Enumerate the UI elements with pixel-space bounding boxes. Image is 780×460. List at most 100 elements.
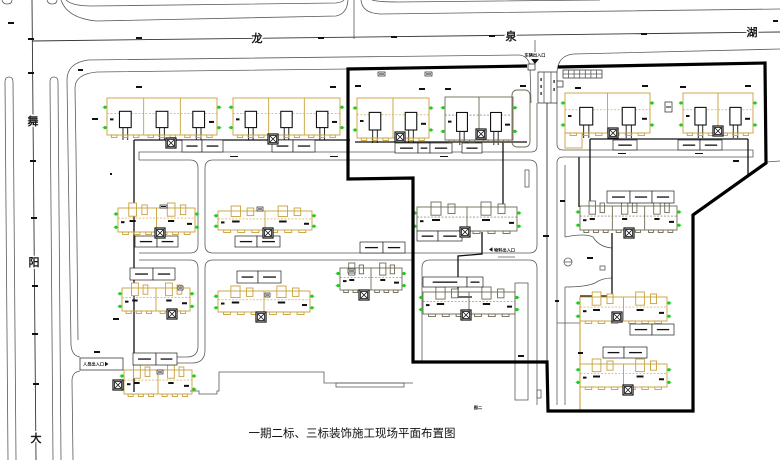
parking-grid-dividers <box>563 70 602 78</box>
site-facility <box>606 190 631 204</box>
residential-building <box>102 97 222 140</box>
building-label-mark <box>426 304 430 307</box>
stair-core <box>192 110 206 129</box>
drawing-annotation-mark <box>33 383 39 385</box>
balcony <box>469 139 476 143</box>
gate-mark <box>553 80 555 83</box>
drawing-annotation-mark <box>440 156 448 157</box>
residential-building <box>560 92 655 138</box>
building-label-mark <box>184 384 189 387</box>
building-label-mark <box>583 376 587 379</box>
building-label-mark <box>745 117 750 120</box>
building-label-mark <box>236 118 240 121</box>
building-label-mark <box>669 220 674 223</box>
main-road-east-edge <box>556 103 754 405</box>
tower-crane-icon <box>112 379 124 391</box>
west-road-island-end <box>46 0 58 5</box>
crane-cross <box>714 127 722 135</box>
crane-cross <box>609 129 617 137</box>
guard-house <box>556 80 564 88</box>
building-label-mark <box>583 310 587 313</box>
balcony <box>418 137 425 141</box>
balcony <box>441 313 450 317</box>
balcony <box>492 139 499 143</box>
balcony <box>180 310 187 314</box>
building-label-mark <box>509 221 514 224</box>
tower-crane-icon <box>622 384 634 396</box>
construction-site-boundary <box>346 61 768 413</box>
site-facility <box>677 139 701 151</box>
balcony <box>582 132 590 136</box>
balcony <box>121 134 129 138</box>
site-facility <box>437 230 463 242</box>
facility-label-mark <box>387 246 401 249</box>
north-road-centerline <box>31 31 780 42</box>
building-bay <box>165 282 173 297</box>
crane-cross <box>264 229 272 237</box>
drawing-annotation-mark <box>578 352 583 354</box>
balcony <box>474 313 482 317</box>
tower-crane-icon <box>475 128 487 140</box>
site-facility <box>134 235 158 248</box>
sheet-note-label: 图二 <box>474 404 483 411</box>
small-structure-symbol <box>347 268 356 274</box>
gate-structure <box>537 71 558 104</box>
facility-label-mark <box>656 328 670 331</box>
balcony <box>293 134 301 138</box>
balcony <box>593 229 599 233</box>
unit-label-mark <box>593 309 601 311</box>
building-bay <box>631 202 638 214</box>
facility-label-mark <box>239 240 253 243</box>
stair-core <box>155 110 169 129</box>
balcony <box>247 134 254 138</box>
building-bay <box>178 366 185 378</box>
unit-label-mark <box>129 220 136 222</box>
balcony <box>360 137 368 141</box>
crane-cross <box>114 381 122 389</box>
crane-mast <box>609 129 617 137</box>
small-structure-mark <box>179 287 182 289</box>
balcony <box>148 393 155 397</box>
stair-core <box>315 110 329 129</box>
building-label-mark <box>394 281 399 284</box>
building-bay <box>430 201 442 216</box>
facility-label-mark <box>241 276 254 278</box>
balcony <box>161 393 168 397</box>
balcony <box>183 231 191 235</box>
facility-label-mark <box>161 240 174 243</box>
gate-mark <box>540 92 542 95</box>
north-road-sidewalk-edge <box>74 68 349 151</box>
drawing-annotation-mark <box>136 37 142 39</box>
residential-building <box>213 205 317 233</box>
balcony <box>145 231 152 235</box>
phase-boundary-south <box>190 371 413 395</box>
site-facility <box>699 139 723 151</box>
unit-label-mark <box>166 299 172 302</box>
building-label-mark <box>659 311 664 314</box>
drawing-annotation-mark <box>136 86 142 88</box>
facility-label-mark <box>629 351 642 354</box>
north-road-name-char: 湖 <box>747 25 758 39</box>
building-bay <box>606 293 614 305</box>
balcony <box>569 132 577 136</box>
small-structure-symbol <box>156 369 164 375</box>
stair-core <box>280 110 293 129</box>
balcony <box>487 230 496 234</box>
building-bay <box>167 364 175 379</box>
building-label-mark <box>209 120 214 123</box>
balcony <box>583 229 590 233</box>
balcony <box>648 229 654 233</box>
building-bay <box>141 204 148 216</box>
crane-cross <box>396 133 404 141</box>
building-bay <box>635 291 645 306</box>
crane-mast <box>156 229 164 237</box>
balcony <box>742 132 749 136</box>
gate-mark <box>553 88 555 91</box>
crane-mast <box>613 313 621 321</box>
north-road-upper-edge-west <box>60 0 349 22</box>
balcony <box>206 134 213 138</box>
crane-mast <box>625 229 633 237</box>
residential-building <box>575 291 672 324</box>
balcony <box>428 313 436 317</box>
building-bay <box>497 288 505 299</box>
